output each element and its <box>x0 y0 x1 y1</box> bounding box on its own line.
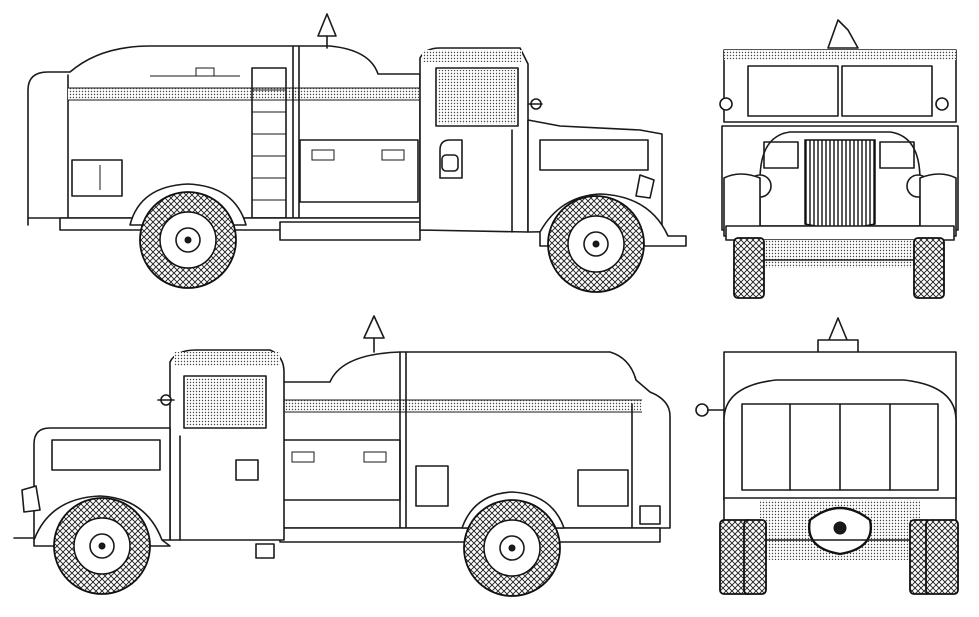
front-wheel-right <box>53 497 151 595</box>
rear-wheel-right <box>463 499 561 597</box>
rear-view <box>695 317 959 595</box>
rear-wheel <box>139 191 237 289</box>
front-wheel <box>547 195 645 293</box>
right-side-view <box>13 315 671 597</box>
left-side-view <box>27 13 687 293</box>
cab <box>419 47 529 233</box>
front-view <box>719 19 959 299</box>
